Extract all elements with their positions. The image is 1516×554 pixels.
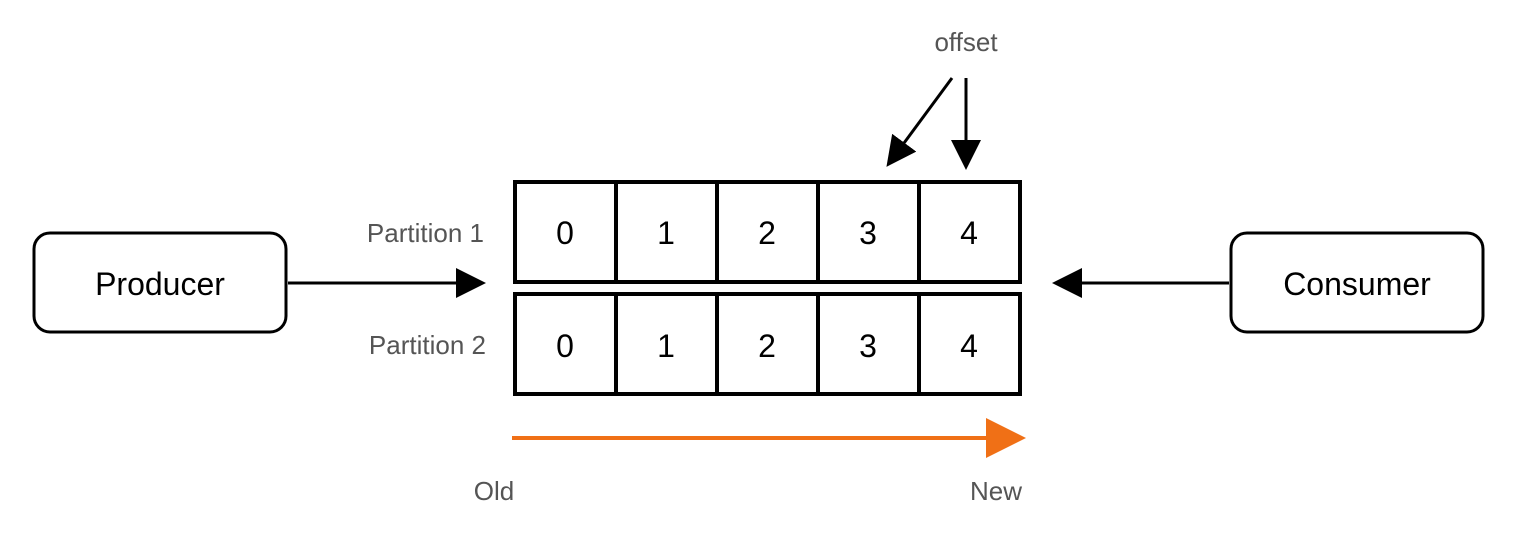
producer-label: Producer (95, 266, 225, 302)
partition-2-cell-3-label: 3 (859, 328, 877, 364)
partition-1-label: Partition 1 (367, 218, 484, 248)
timeline-end-label: New (970, 476, 1022, 506)
partition-2-cell-2 (715, 292, 820, 396)
partition-2-cell-0-label: 0 (556, 328, 574, 364)
producer-node: Producer (32, 231, 288, 334)
partition-2-label: Partition 2 (369, 330, 486, 360)
partition-1-cell-2-label: 2 (758, 215, 776, 251)
offset-pointer: offset (886, 27, 998, 170)
partition-2-cell-1 (614, 292, 719, 396)
producer-box (32, 231, 288, 334)
partition-2-cell-1-label: 1 (657, 328, 675, 364)
partition-2-cell-2-label: 2 (758, 328, 776, 364)
partition-2-cell-4 (917, 292, 1022, 396)
partition-1-cell-1 (614, 180, 719, 284)
timeline-start-label: Old (474, 476, 514, 506)
offset-arrow-to-cell-3 (886, 77, 954, 167)
timeline: Old New (474, 418, 1026, 506)
partition-2-cell-0 (513, 292, 618, 396)
consumer-label: Consumer (1283, 266, 1431, 302)
partition-1-cell-0-label: 0 (556, 215, 574, 251)
partition-1: Partition 1 0 1 2 3 4 (367, 180, 1022, 284)
partition-2-cell-4-label: 4 (960, 328, 978, 364)
partition-2-cell-3 (816, 292, 921, 396)
partition-2: Partition 2 0 1 2 3 4 (369, 292, 1022, 396)
partition-1-cell-1-label: 1 (657, 215, 675, 251)
partition-1-cell-4 (917, 180, 1022, 284)
partition-1-cell-3-label: 3 (859, 215, 877, 251)
consumer-node: Consumer (1229, 231, 1485, 334)
partition-1-cell-4-label: 4 (960, 215, 978, 251)
offset-label: offset (934, 27, 998, 57)
partition-1-cell-0 (513, 180, 618, 284)
consumer-box (1229, 231, 1485, 334)
